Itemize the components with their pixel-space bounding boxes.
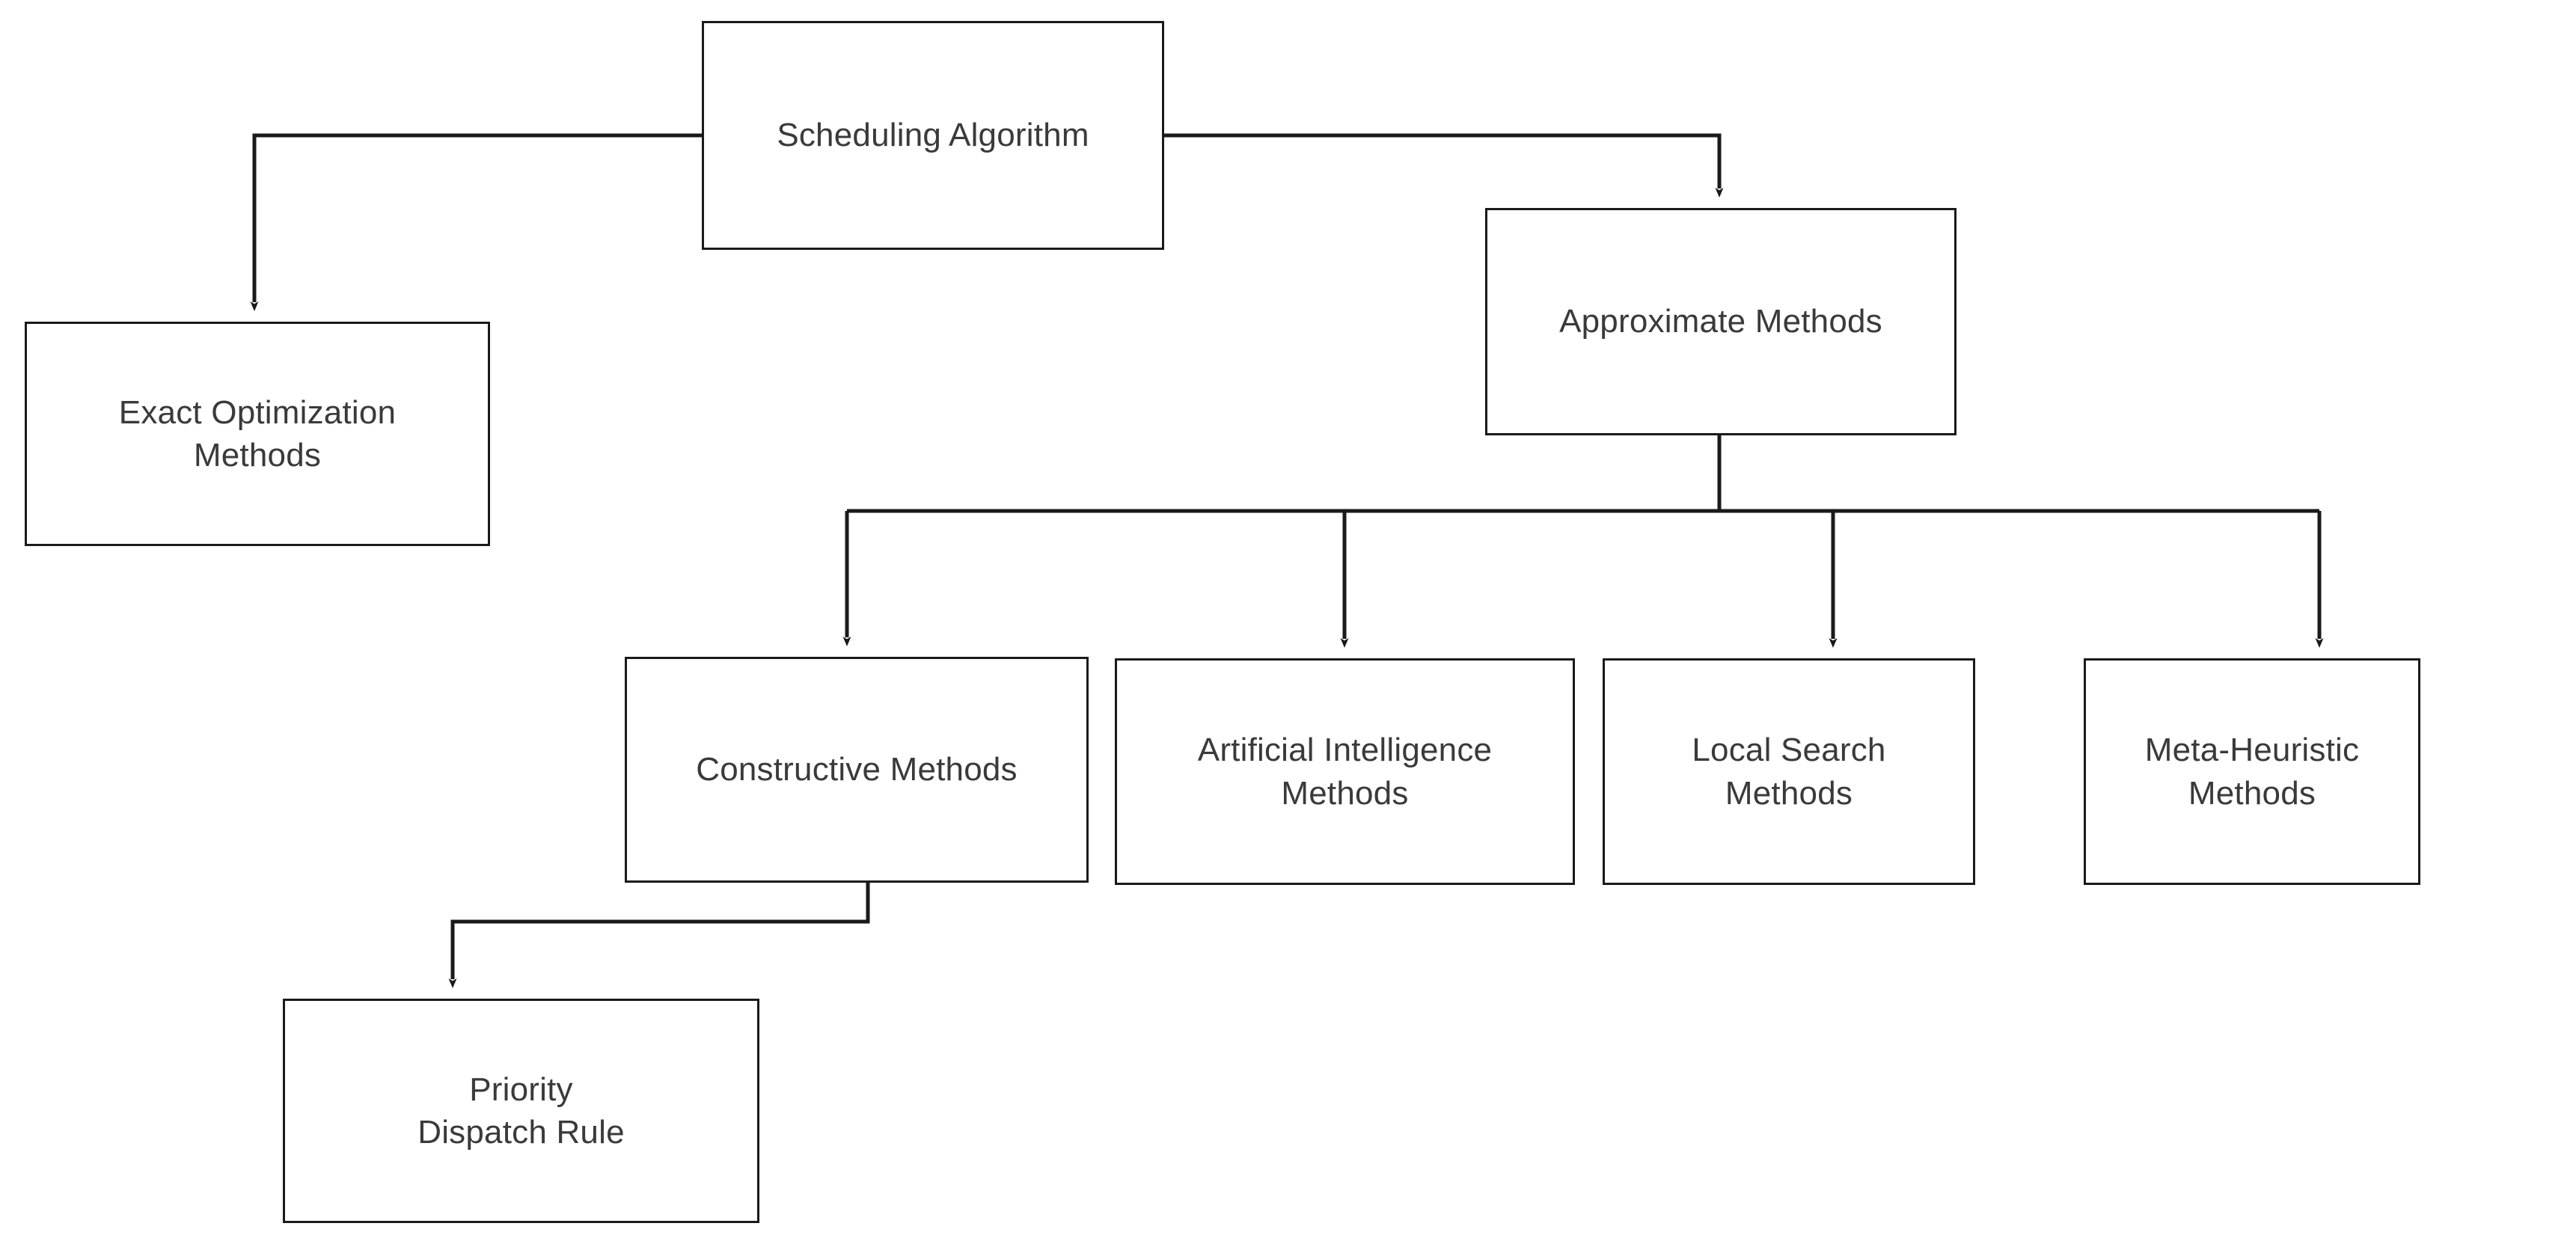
node-scheduling-algorithm-label: Scheduling Algorithm [777, 117, 1089, 154]
node-priority-dispatch-rule[interactable]: Priority Dispatch Rule [283, 999, 759, 1223]
edge-root-to-exact [250, 133, 702, 311]
node-meta-heuristic-methods[interactable]: Meta-Heuristic Methods [2084, 658, 2420, 885]
node-priority-dispatch-rule-label: Priority Dispatch Rule [417, 1070, 625, 1151]
node-approximate-methods[interactable]: Approximate Methods [1485, 208, 1957, 435]
node-local-search-methods[interactable]: Local Search Methods [1603, 658, 1975, 885]
node-approximate-methods-label: Approximate Methods [1559, 303, 1882, 340]
edge-root-to-approximate [1164, 133, 1724, 197]
edge-constructive-to-priority [448, 883, 870, 988]
node-artificial-intelligence-methods-label: Artificial Intelligence Methods [1197, 732, 1493, 812]
node-constructive-methods-label: Constructive Methods [696, 751, 1018, 788]
node-exact-optimization-methods[interactable]: Exact Optimization Methods [25, 322, 490, 546]
node-exact-optimization-methods-label: Exact Optimization Methods [118, 393, 397, 474]
node-meta-heuristic-methods-label: Meta-Heuristic Methods [2144, 732, 2360, 812]
node-scheduling-algorithm[interactable]: Scheduling Algorithm [702, 21, 1164, 250]
node-local-search-methods-label: Local Search Methods [1692, 732, 1886, 812]
node-constructive-methods[interactable]: Constructive Methods [625, 657, 1089, 883]
node-artificial-intelligence-methods[interactable]: Artificial Intelligence Methods [1115, 658, 1575, 885]
